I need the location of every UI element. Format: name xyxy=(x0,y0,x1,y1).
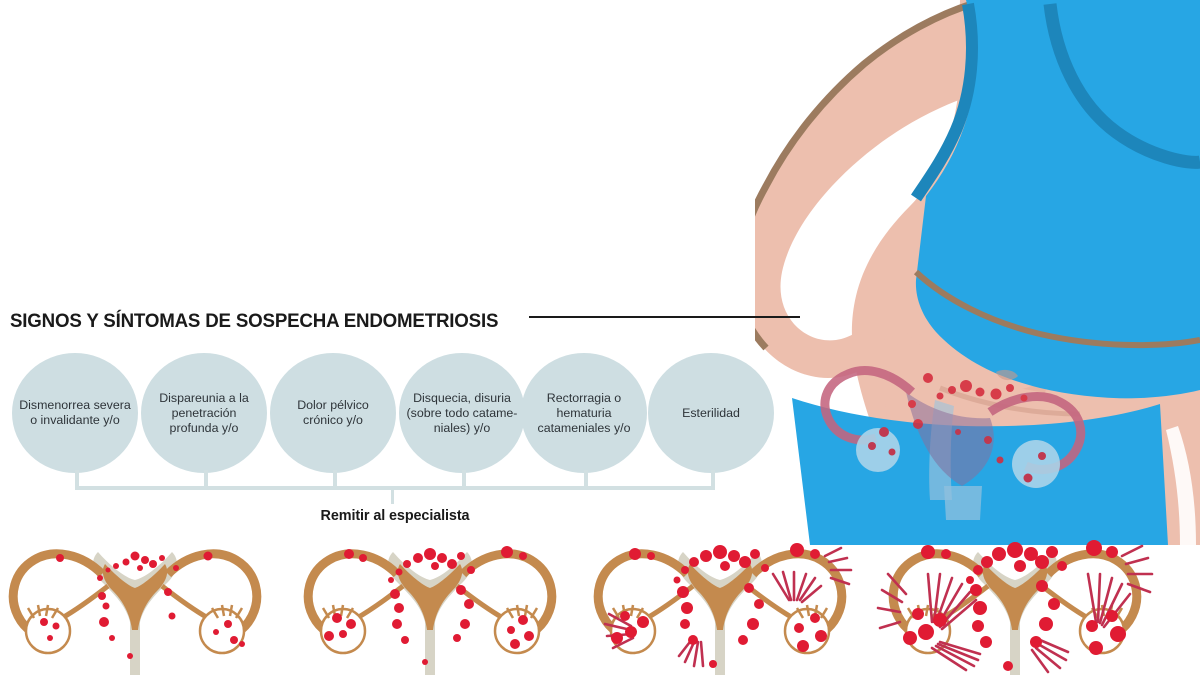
uterus-inner-fundus xyxy=(397,564,463,630)
uterus-stage-1 xyxy=(0,534,280,675)
uterus-stage-3-svg xyxy=(593,543,853,675)
woman-body-group xyxy=(755,0,1200,545)
uterus-base xyxy=(593,549,847,675)
uterus-stage-4 xyxy=(870,534,1160,675)
adhesion-fan-center-bottom xyxy=(1030,638,1070,674)
adhesion-fan-right-ovary-up xyxy=(1086,572,1132,629)
symptom-label: Disquecia, disuria (sobre todo catame- n… xyxy=(406,390,518,435)
adhesion-fan-left-ovary-down xyxy=(930,640,982,672)
overlay-lesions xyxy=(868,373,1046,483)
top-neckline-trim xyxy=(911,2,978,202)
fimbriae-left xyxy=(26,604,60,619)
bracket-stub-6 xyxy=(711,470,715,490)
bracket-stub-5 xyxy=(584,470,588,490)
uterus-inner-fundus xyxy=(687,564,753,630)
uterus-overlay-group xyxy=(820,366,1086,520)
uterus-stage-4-svg xyxy=(876,540,1154,675)
fimbriae-right xyxy=(210,604,244,619)
arm-outline xyxy=(755,0,980,351)
symptom-circle-dispareunia[interactable]: Dispareunia a la penetración profunda y/… xyxy=(141,353,267,473)
uterus-inner-fundus xyxy=(102,564,168,630)
bracket-horizontal xyxy=(75,486,711,490)
uterus-stage-1-svg xyxy=(8,549,262,675)
hand-fingers xyxy=(899,372,1046,411)
adhesion-cluster-right-edge xyxy=(823,546,853,586)
fimbriae-left xyxy=(611,604,645,619)
lower-abdomen xyxy=(885,330,1200,545)
bracket-stub-1 xyxy=(75,470,79,490)
torso-skin xyxy=(851,0,1200,545)
adhesion-cluster-right-upper xyxy=(771,570,823,604)
overlay-tube-right xyxy=(987,392,1086,474)
uterus-stage-3 xyxy=(575,534,865,675)
symptom-circle-disquecia[interactable]: Disquecia, disuria (sobre todo catame- n… xyxy=(399,353,525,473)
symptom-label: Dismenorrea severa o invalidante y/o xyxy=(19,398,131,427)
uterus-base xyxy=(888,549,1142,675)
underwear-left-thigh xyxy=(1160,392,1200,545)
symptom-circle-dismenorrea[interactable]: Dismenorrea severa o invalidante y/o xyxy=(12,353,138,473)
refer-caption: Remitir al especialista xyxy=(320,508,470,524)
symptom-label: Dispareunia a la penetración profunda y/… xyxy=(159,390,249,435)
adhesions-stage-4 xyxy=(876,544,1154,674)
uterus-inner-fundus xyxy=(982,564,1048,630)
belly-crease xyxy=(939,385,1081,417)
bracket-stub-3 xyxy=(333,470,337,490)
symptom-circle-rectorragia[interactable]: Rectorragia o hematuria catameniales y/o xyxy=(521,353,647,473)
section-title-row: SIGNOS Y SÍNTOMAS DE SOSPECHA ENDOMETRIO… xyxy=(10,307,800,335)
page-title: SIGNOS Y SÍNTOMAS DE SOSPECHA ENDOMETRIO… xyxy=(10,309,499,332)
symptom-label: Rectorragia o hematuria catameniales y/o xyxy=(537,390,631,435)
overlay-cervix xyxy=(944,486,982,520)
overlay-uterus-triangle xyxy=(906,392,994,486)
bracket-center-stem xyxy=(391,490,394,504)
overlay-ovary-right xyxy=(1012,440,1060,488)
bracket-stub-4 xyxy=(462,470,466,490)
uterus-stage-row xyxy=(0,534,1200,675)
ligament-left xyxy=(60,584,110,621)
top-neckline-scoop xyxy=(1043,3,1200,169)
symptom-circle-esterilidad[interactable]: Esterilidad xyxy=(648,353,774,473)
symptom-circle-list: Dismenorrea severa o invalidante y/o Dis… xyxy=(0,353,790,475)
adhesion-fan-left-outer xyxy=(876,572,908,630)
hand xyxy=(862,332,1040,407)
underwear-blue xyxy=(792,398,1168,545)
sports-top-blue xyxy=(915,0,1200,399)
title-rule xyxy=(528,315,800,318)
adhesion-fan-right-outer xyxy=(1120,544,1154,594)
symptom-label: Esterilidad xyxy=(682,405,740,420)
navel xyxy=(996,369,1018,381)
uterus-stage-2-svg xyxy=(303,546,557,675)
lesions-stage-2 xyxy=(324,546,534,665)
top-hem xyxy=(913,269,1200,349)
fimbriae-right xyxy=(505,604,539,619)
symptom-circle-dolor-pelvico[interactable]: Dolor pélvico crónico y/o xyxy=(270,353,396,473)
uterus-stage-2 xyxy=(285,534,575,675)
lesions-stage-1 xyxy=(40,551,245,659)
bracket-stub-2 xyxy=(204,470,208,490)
uterus-base xyxy=(303,549,557,675)
symptom-label: Dolor pélvico crónico y/o xyxy=(297,398,369,427)
bracket-connector xyxy=(0,470,790,504)
uterus-base xyxy=(8,549,262,675)
adhesion-fan-left-ovary-up xyxy=(926,572,978,631)
chest-skin xyxy=(1040,0,1200,150)
overlay-ovary-left xyxy=(856,428,900,472)
hip-highlight xyxy=(1166,426,1196,545)
overlay-tube-left xyxy=(820,366,916,445)
ligament-right xyxy=(745,584,795,621)
lesions-stage-4 xyxy=(903,540,1126,671)
adhesions-stage-3 xyxy=(603,546,853,668)
lesions-stage-3 xyxy=(611,543,827,668)
overlay-uterus-body xyxy=(929,400,954,500)
